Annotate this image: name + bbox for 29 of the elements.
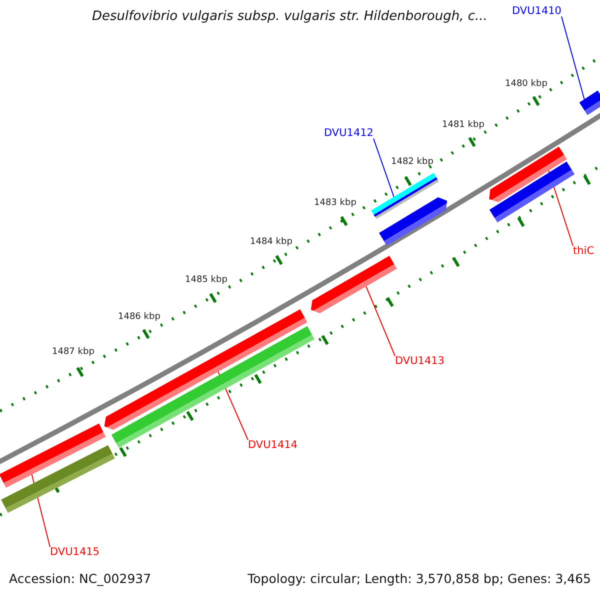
- gene-label: DVU1415: [50, 547, 100, 558]
- gene-feature-bar: [1, 445, 115, 513]
- gene-feature-bar: [310, 256, 397, 314]
- scale-label: 1485 kbp: [185, 276, 228, 285]
- scale-label: 1483 kbp: [314, 199, 356, 208]
- scale-label: 1486 kbp: [118, 313, 160, 322]
- gene-label: DVU1412: [324, 128, 374, 138]
- map-title: Desulfovibrio vulgaris subsp. vulgaris str. Hildenborough, c...: [92, 10, 488, 23]
- info-text: Accession: NC_002937: [9, 573, 152, 586]
- gene-label: DVU1410: [512, 6, 562, 16]
- gene-label: DVU1414: [248, 440, 298, 450]
- gene-feature-bar: [489, 162, 575, 222]
- gene-feature-bar: [579, 90, 600, 116]
- scale-label: 1482 kbp: [391, 158, 434, 167]
- gene-feature-bar: [371, 172, 439, 220]
- leader-line: [366, 286, 396, 356]
- gene-label: thiC: [573, 246, 594, 256]
- gene-feature-bar: [0, 424, 106, 488]
- gene-feature-bar: [489, 146, 567, 202]
- scale-label: 1481 kbp: [442, 121, 484, 130]
- info-text: Topology: circular; Length: 3,570,858 bp; Genes: 3,465: [248, 573, 591, 586]
- leader-line: [373, 138, 394, 198]
- scale-label: 1480 kbp: [505, 80, 548, 89]
- scale-label: 1484 kbp: [250, 238, 292, 247]
- gene-feature-bar: [104, 309, 308, 430]
- gene-feature-bar: [111, 326, 315, 448]
- scale-label: 1487 kbp: [52, 348, 94, 357]
- gene-label: DVU1413: [395, 356, 444, 366]
- gene-feature-bar: [379, 197, 448, 246]
